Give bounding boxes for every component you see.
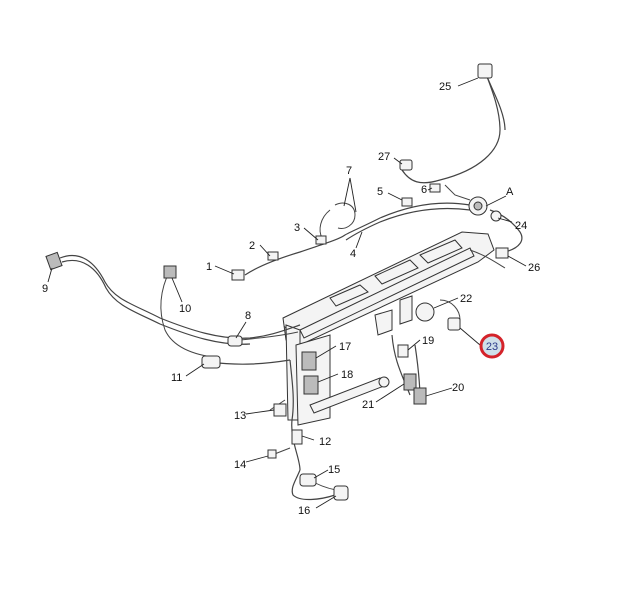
- connector-13: [273, 403, 287, 417]
- connector-19: [397, 344, 409, 358]
- connector-15: [299, 473, 317, 487]
- connector-16: [333, 485, 349, 501]
- callout-4[interactable]: 4: [350, 248, 356, 260]
- connector-27: [399, 159, 413, 171]
- connector-9: [45, 251, 63, 271]
- callout-3[interactable]: 3: [294, 222, 300, 234]
- leader-lines: [47, 77, 527, 509]
- callout-9[interactable]: 9: [42, 283, 48, 295]
- callout-23-highlight[interactable]: 23: [479, 333, 505, 359]
- connector-25: [477, 63, 493, 79]
- connector-11: [201, 355, 221, 369]
- connector-2: [267, 251, 279, 261]
- callout-22[interactable]: 22: [460, 293, 472, 305]
- callout-6[interactable]: 6: [421, 184, 427, 196]
- connector-24: [490, 210, 502, 222]
- callout-7[interactable]: 7: [346, 165, 352, 177]
- connector-10: [163, 265, 177, 279]
- callout-25[interactable]: 25: [439, 81, 451, 93]
- callout-1[interactable]: 1: [206, 261, 212, 273]
- connector-14: [267, 449, 277, 459]
- connector-1: [231, 269, 245, 281]
- callout-27[interactable]: 27: [378, 151, 390, 163]
- callout-11[interactable]: 11: [171, 372, 182, 384]
- callout-17[interactable]: 17: [339, 341, 351, 353]
- callout-14[interactable]: 14: [234, 459, 246, 471]
- connectors: [45, 63, 509, 501]
- connector-3: [315, 235, 327, 245]
- callout-13[interactable]: 13: [234, 410, 246, 422]
- callout-21[interactable]: 21: [362, 399, 374, 411]
- wire-harness: [59, 73, 523, 501]
- connector-18-body: [303, 375, 319, 395]
- callout-23[interactable]: 23: [486, 341, 498, 353]
- connector-21: [403, 373, 417, 391]
- connector-8: [227, 335, 243, 347]
- callout-10[interactable]: 10: [179, 303, 191, 315]
- callout-16[interactable]: 16: [298, 505, 310, 517]
- connector-6: [429, 183, 441, 193]
- part-22-body: [415, 302, 435, 322]
- callout-18[interactable]: 18: [341, 369, 353, 381]
- connector-17-body: [301, 351, 317, 371]
- callout-15[interactable]: 15: [328, 464, 340, 476]
- callout-2[interactable]: 2: [249, 240, 255, 252]
- callout-12[interactable]: 12: [319, 436, 331, 448]
- callout-8[interactable]: 8: [245, 310, 251, 322]
- callout-26[interactable]: 26: [528, 262, 540, 274]
- callout-5[interactable]: 5: [377, 186, 383, 198]
- connector-20: [413, 387, 427, 405]
- callout-19[interactable]: 19: [422, 335, 434, 347]
- callout-24[interactable]: 24: [515, 220, 527, 232]
- connector-26: [495, 247, 509, 259]
- callout-20[interactable]: 20: [452, 382, 464, 394]
- highlight-ring[interactable]: [479, 333, 505, 359]
- connector-12: [291, 429, 303, 445]
- callout-labels: 25 27 7 5 6 A 24 26 4 3 2 1 9 10 8 11 13…: [42, 81, 540, 517]
- connector-23: [447, 317, 461, 331]
- connector-5: [401, 197, 413, 207]
- engine-rail: [282, 231, 495, 426]
- callout-A[interactable]: A: [506, 186, 514, 198]
